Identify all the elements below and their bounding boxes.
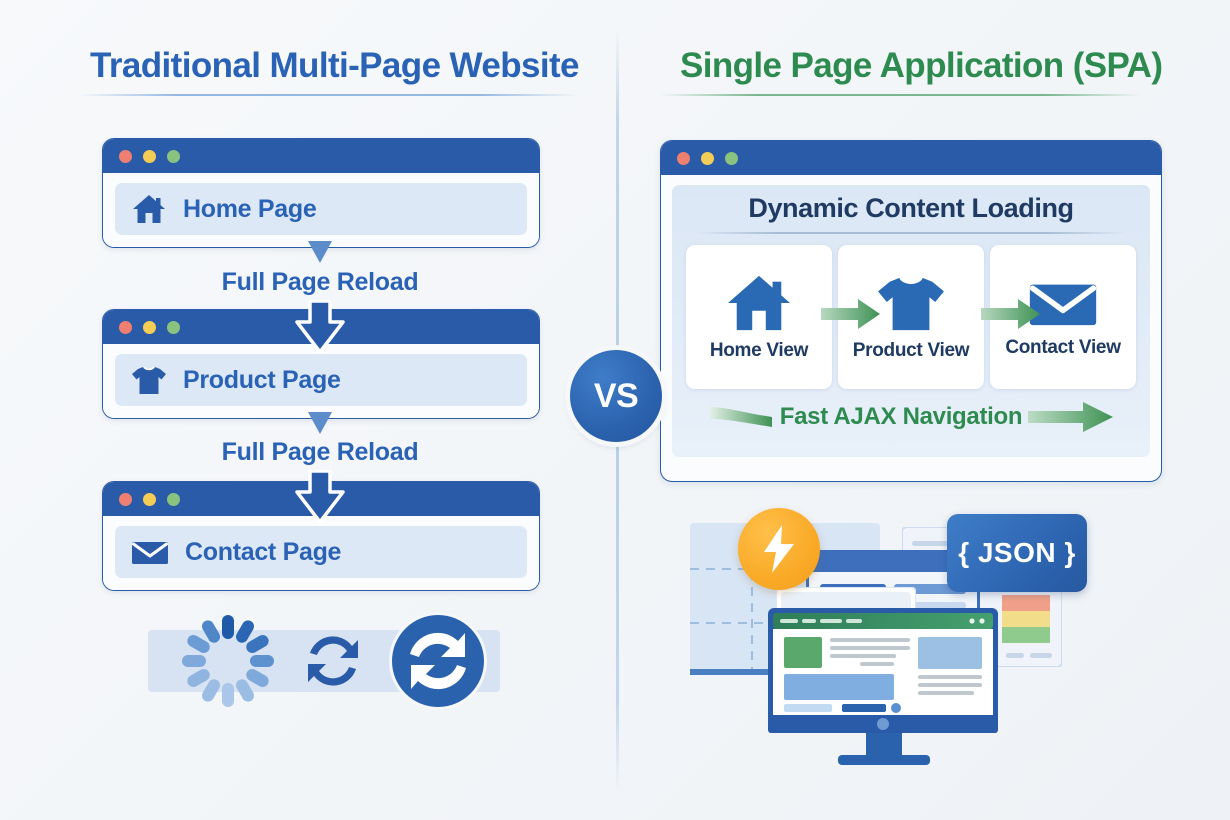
home-icon: [131, 193, 167, 225]
spa-illustration: [690, 505, 1130, 770]
vs-badge: VS: [570, 350, 662, 442]
window-minimize-dot[interactable]: [143, 320, 156, 334]
right-title-underline: [660, 94, 1140, 96]
flow-arrow-product-to-contact: [981, 299, 1040, 329]
window-close-dot[interactable]: [119, 149, 132, 163]
transition-block-1: Full Page Reload: [100, 268, 540, 297]
speed-badge: [738, 508, 820, 590]
home-icon: [724, 272, 794, 334]
views-row: Home View Product View: [686, 245, 1136, 389]
vs-label: VS: [593, 376, 639, 415]
tshirt-icon: [876, 272, 946, 334]
monitor-illustration: [768, 608, 998, 765]
window-minimize-dot[interactable]: [143, 149, 156, 163]
ajax-navigation-row: Fast AJAX Navigation: [672, 401, 1150, 433]
address-bar-home[interactable]: Home Page: [115, 183, 527, 235]
browser-window-product[interactable]: Product Page: [102, 309, 540, 419]
window-minimize-dot[interactable]: [143, 492, 156, 506]
left-column-title: Traditional Multi-Page Website: [90, 46, 580, 85]
address-bar-product[interactable]: Product Page: [115, 354, 527, 406]
full-reload-arrow-2: [295, 470, 345, 524]
json-badge: { JSON }: [947, 514, 1087, 592]
refresh-arrows-icon: [308, 636, 358, 686]
address-bar-contact[interactable]: Contact Page: [115, 526, 527, 578]
transition-block-2: Full Page Reload: [100, 438, 540, 467]
spa-content-area: Dynamic Content Loading Home View: [672, 185, 1150, 457]
flow-arrow-home-to-product: [821, 299, 880, 329]
page-label: Home Page: [183, 194, 317, 223]
spa-heading: Dynamic Content Loading: [748, 193, 1074, 223]
envelope-icon: [1028, 275, 1098, 331]
window-title-bar: [661, 141, 1161, 175]
view-label: Home View: [709, 340, 809, 361]
transition-label: Full Page Reload: [221, 268, 419, 296]
spa-browser-window[interactable]: Dynamic Content Loading Home View: [660, 140, 1162, 482]
page-label: Product Page: [183, 365, 341, 394]
window-minimize-dot[interactable]: [701, 151, 714, 165]
left-title-underline: [78, 94, 578, 96]
window-close-dot[interactable]: [119, 320, 132, 334]
envelope-icon: [131, 537, 169, 567]
ajax-arrow-right-icon: [1028, 402, 1114, 432]
refresh-circle-button-icon[interactable]: [386, 609, 490, 713]
view-card-product[interactable]: Product View: [838, 245, 984, 389]
view-card-home[interactable]: Home View: [686, 245, 832, 389]
view-label: Contact View: [1005, 337, 1121, 358]
ajax-label: Fast AJAX Navigation: [779, 403, 1023, 430]
window-body: Home Page: [103, 173, 539, 247]
json-label: { JSON }: [958, 537, 1076, 568]
spinner-icon: [182, 615, 274, 707]
page-label: Contact Page: [185, 537, 342, 566]
window-close-dot[interactable]: [119, 492, 132, 506]
transition-label: Full Page Reload: [221, 438, 419, 466]
browser-window-home[interactable]: Home Page: [102, 138, 540, 248]
window-close-dot[interactable]: [677, 151, 690, 165]
full-reload-arrow-1: [295, 300, 345, 354]
spa-heading-underline: [696, 232, 1126, 234]
view-label: Product View: [852, 340, 970, 361]
window-maximize-dot[interactable]: [725, 151, 738, 165]
window-maximize-dot[interactable]: [167, 149, 180, 163]
ajax-swoosh-left-icon: [709, 407, 772, 427]
window-maximize-dot[interactable]: [167, 320, 180, 334]
window-title-bar: [103, 139, 539, 173]
connector-pin-1: [308, 241, 332, 263]
lightning-bolt-icon: [764, 525, 794, 573]
window-body: Contact Page: [103, 516, 539, 590]
right-column-title: Single Page Application (SPA): [680, 46, 1163, 85]
tshirt-icon: [131, 364, 167, 396]
connector-pin-2: [308, 412, 332, 434]
window-maximize-dot[interactable]: [167, 492, 180, 506]
window-body: Product Page: [103, 344, 539, 418]
